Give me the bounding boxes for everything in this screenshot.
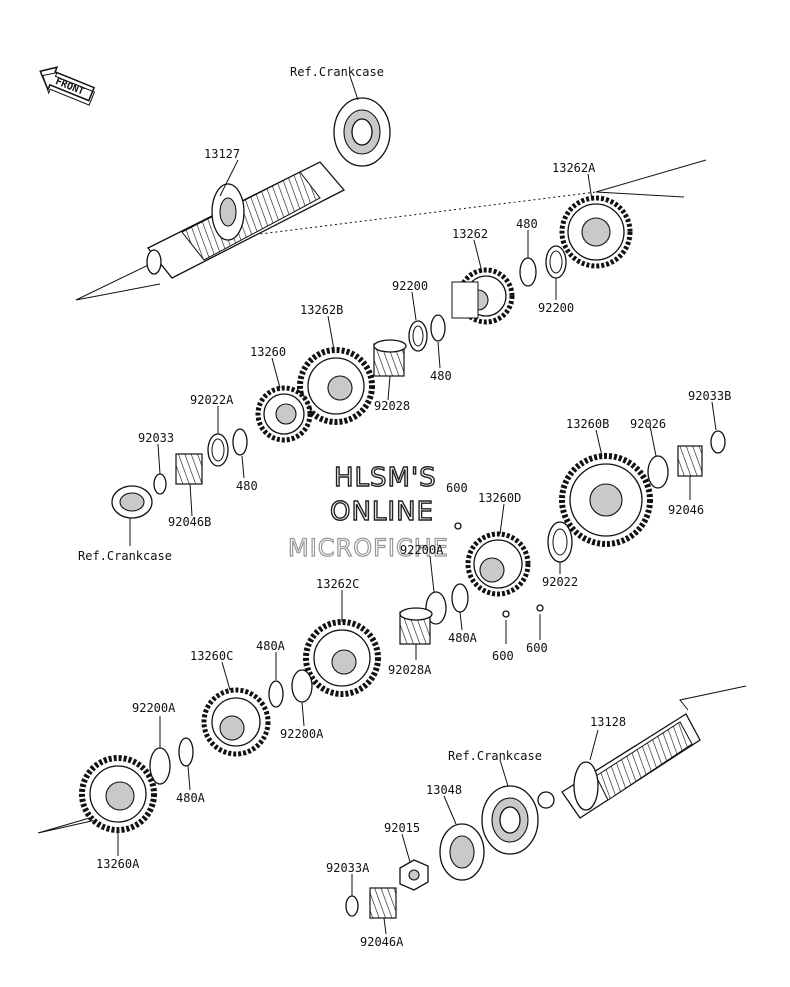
leader-lines (117, 75, 717, 935)
part-labels: Ref.Crankcase 13127 13262A 480 13262 922… (78, 65, 731, 949)
label-92026[interactable]: 92026 (630, 417, 666, 431)
gear-13260[interactable] (255, 385, 313, 443)
washer-92200A-low[interactable] (291, 669, 313, 703)
label-13260A[interactable]: 13260A (96, 857, 140, 871)
label-ref-crankcase-bottom[interactable]: Ref.Crankcase (448, 749, 542, 763)
washer-92022A[interactable] (207, 433, 229, 467)
washer-92022[interactable] (547, 521, 573, 563)
ring-480A-mid[interactable] (451, 583, 469, 613)
top-bearing[interactable] (333, 97, 391, 167)
circlip-92033B[interactable] (710, 430, 726, 454)
label-92028A[interactable]: 92028A (388, 663, 432, 677)
label-13262B[interactable]: 13262B (300, 303, 343, 317)
gear-13260C[interactable] (201, 687, 271, 757)
gear-13262B[interactable] (297, 347, 375, 425)
label-13260C[interactable]: 13260C (190, 649, 233, 663)
gear-13262A[interactable] (559, 195, 633, 269)
nut-92015[interactable] (399, 859, 429, 891)
ring-480-left[interactable] (232, 428, 248, 456)
gear-13260B[interactable] (559, 453, 653, 547)
ring-480A-left[interactable] (268, 680, 284, 708)
label-13260[interactable]: 13260 (250, 345, 286, 359)
label-92022[interactable]: 92022 (542, 575, 578, 589)
label-ref-crankcase-top[interactable]: Ref.Crankcase (290, 65, 384, 79)
watermark-line1: HLSM'S (334, 463, 437, 493)
label-13262A[interactable]: 13262A (552, 161, 596, 175)
label-13127[interactable]: 13127 (204, 147, 240, 161)
gear-13262C[interactable] (303, 619, 381, 697)
label-480-left[interactable]: 480 (236, 479, 258, 493)
sprocket-13048[interactable] (439, 823, 485, 881)
front-arrow-icon: FRONT (39, 66, 96, 106)
ball-600-a[interactable] (502, 610, 510, 618)
label-480A-left[interactable]: 480A (256, 639, 286, 653)
label-92015[interactable]: 92015 (384, 821, 420, 835)
washer-92026[interactable] (647, 455, 669, 489)
circlip-92033A[interactable] (345, 895, 359, 917)
label-13048[interactable]: 13048 (426, 783, 462, 797)
left-bearing[interactable] (111, 485, 153, 519)
label-92046B[interactable]: 92046B (168, 515, 211, 529)
label-480-mid[interactable]: 480 (430, 369, 452, 383)
label-92200-right[interactable]: 92200 (538, 301, 574, 315)
label-13260B[interactable]: 13260B (566, 417, 609, 431)
gear-13260A[interactable] (79, 755, 157, 833)
washer-92200-right[interactable] (545, 245, 567, 279)
label-ref-crankcase-left[interactable]: Ref.Crankcase (78, 549, 172, 563)
watermark: HLSM'S ONLINE MICROFICHE (287, 462, 449, 562)
label-600-a[interactable]: 600 (492, 649, 514, 663)
watermark-line2: ONLINE (330, 497, 434, 527)
ring-480-top[interactable] (519, 257, 537, 287)
label-92046A[interactable]: 92046A (360, 935, 404, 949)
label-92022A[interactable]: 92022A (190, 393, 234, 407)
label-480A-low[interactable]: 480A (176, 791, 206, 805)
label-92033B[interactable]: 92033B (688, 389, 731, 403)
label-13262[interactable]: 13262 (452, 227, 488, 241)
gear-13260D[interactable] (465, 531, 531, 597)
label-92046[interactable]: 92046 (668, 503, 704, 517)
washer-92200-top[interactable] (408, 320, 428, 352)
needle-bearing-92046B[interactable] (175, 453, 203, 485)
ball-600-top[interactable] (454, 522, 462, 530)
ring-480-mid[interactable] (430, 314, 446, 342)
gear-13262[interactable] (451, 267, 515, 325)
needle-bearing-92046[interactable] (677, 445, 703, 477)
label-13262C[interactable]: 13262C (316, 577, 359, 591)
needle-bearing-92028A[interactable] (399, 607, 433, 645)
label-92200A-low[interactable]: 92200A (280, 727, 324, 741)
label-92200A-left[interactable]: 92200A (132, 701, 176, 715)
ring-480A-low[interactable] (178, 737, 194, 767)
input-shaft-13127[interactable] (146, 161, 346, 279)
ball-600-b[interactable] (536, 604, 544, 612)
output-shaft-13128[interactable] (537, 713, 701, 819)
circlip-92033[interactable] (153, 473, 167, 495)
label-92200A-mid[interactable]: 92200A (400, 543, 444, 557)
label-600-b[interactable]: 600 (526, 641, 548, 655)
needle-bearing-92046A[interactable] (369, 887, 397, 919)
needle-bearing-92028[interactable] (373, 339, 407, 377)
label-92033[interactable]: 92033 (138, 431, 174, 445)
bottom-bearing[interactable] (481, 785, 539, 855)
label-480A-mid[interactable]: 480A (448, 631, 478, 645)
label-13260D[interactable]: 13260D (478, 491, 521, 505)
label-13128[interactable]: 13128 (590, 715, 626, 729)
watermark-line3: MICROFICHE (288, 534, 449, 562)
label-92033A[interactable]: 92033A (326, 861, 370, 875)
label-600-top[interactable]: 600 (446, 481, 468, 495)
label-480-top[interactable]: 480 (516, 217, 538, 231)
label-92200-top[interactable]: 92200 (392, 279, 428, 293)
label-92028[interactable]: 92028 (374, 399, 410, 413)
